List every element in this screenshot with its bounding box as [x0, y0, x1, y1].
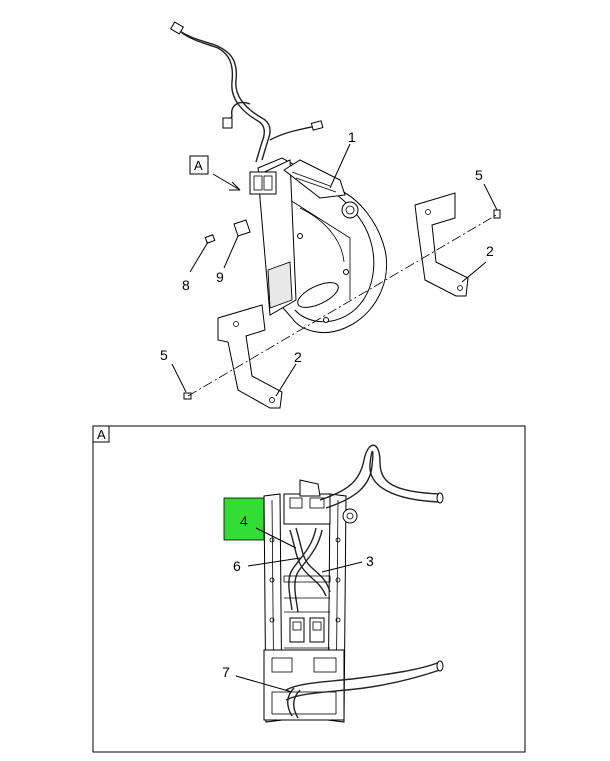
callout-6: 6	[233, 558, 241, 574]
leader-lines-upper	[171, 143, 498, 397]
bracket-left	[217, 304, 283, 409]
wire-harness	[169, 21, 324, 163]
detail-frame-label: A	[97, 427, 106, 442]
callout-7: 7	[222, 664, 230, 680]
bolt-item-8	[204, 234, 216, 244]
detail-frame	[92, 425, 526, 753]
clip-item-9	[233, 219, 251, 237]
detail-connector-row	[284, 611, 330, 649]
callout-3: 3	[366, 553, 374, 569]
bolt-upper-right	[493, 209, 501, 219]
callout-5-left: 5	[160, 347, 168, 363]
bracket-right	[414, 192, 469, 297]
detail-upper-hose	[319, 444, 444, 509]
callout-9: 9	[216, 269, 224, 285]
alignment-centerline	[187, 213, 499, 397]
housing-assembly	[249, 157, 388, 333]
callout-5-right: 5	[475, 167, 483, 183]
detail-middle-tubes	[283, 527, 331, 613]
view-label-a: A	[189, 155, 209, 175]
leader-lines-detail	[235, 527, 363, 693]
upper-assembly: 1 2 2 5 5 8 9 A	[160, 21, 501, 409]
detail-rail-holes	[269, 537, 341, 623]
detail-lower-hose	[285, 660, 444, 719]
callout-1: 1	[348, 129, 356, 145]
callout-2-right: 2	[486, 243, 494, 259]
detail-view-a: A	[92, 425, 526, 753]
bolt-lower-left	[183, 392, 192, 400]
svg-text:A: A	[194, 158, 203, 173]
callout-8: 8	[182, 277, 190, 293]
callout-4: 4	[240, 513, 248, 529]
callout-2-left: 2	[294, 349, 302, 365]
detail-frame-label-box	[92, 425, 110, 443]
